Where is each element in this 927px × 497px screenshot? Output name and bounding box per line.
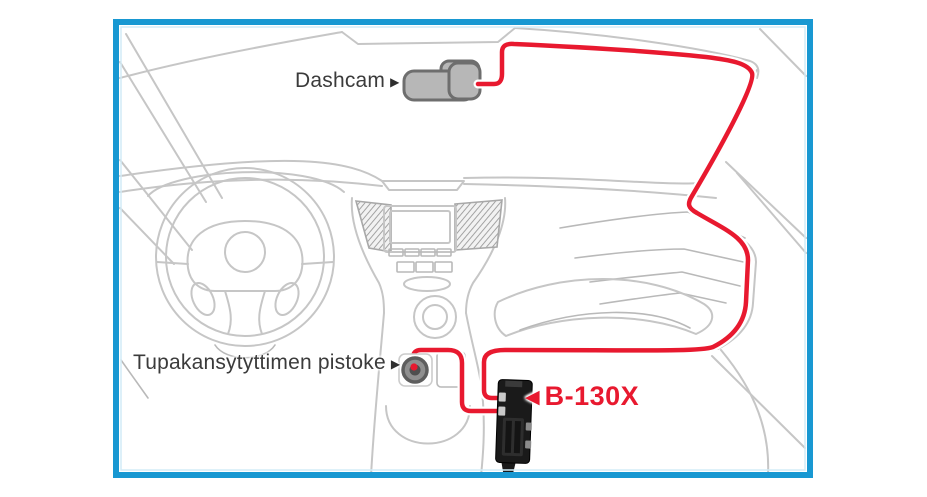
cable-socket-to-battery — [410, 347, 503, 414]
dashcam-label-text: Dashcam — [295, 69, 386, 92]
cable-dashcam-to-battery — [475, 41, 755, 401]
dashcam-label: Dashcam ▶ — [295, 69, 399, 93]
power-cable — [408, 39, 757, 416]
dashcam-device — [400, 57, 484, 104]
pointer-left-icon: ◀ — [525, 387, 540, 408]
frame-border-inner — [120, 26, 806, 471]
socket-label: Tupakansytyttimen pistoke ▶ — [133, 351, 400, 375]
car-interior-outline — [119, 27, 807, 477]
battery-pack-label-text: B-130X — [544, 381, 640, 411]
frame-border — [113, 19, 813, 478]
battery-pack-device — [495, 379, 533, 478]
cigarette-lighter-socket — [398, 353, 433, 387]
pointer-right-icon: ▶ — [390, 75, 400, 89]
battery-pack-label: ◀ B-130X — [525, 381, 639, 412]
socket-label-text: Tupakansytyttimen pistoke — [133, 351, 386, 374]
pointer-right-icon: ▶ — [390, 357, 401, 371]
